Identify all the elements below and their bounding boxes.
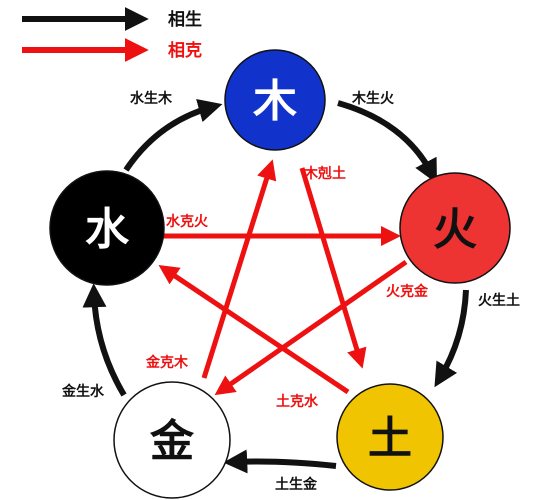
node-fire-label: 火	[433, 204, 477, 255]
arrow-wood-to-fire	[337, 100, 437, 184]
node-water: 水	[49, 170, 165, 286]
arrow-earth-to-water	[158, 264, 350, 395]
node-metal: 金	[113, 381, 231, 499]
label-metal-water: 金生水	[61, 383, 105, 400]
arrow-metal-to-water	[82, 283, 127, 397]
label-metal-wood: 金克木	[145, 354, 189, 371]
label-earth-metal: 土生金	[275, 476, 318, 493]
arrow-metal-to-wood	[201, 159, 277, 379]
node-earth: 土	[336, 383, 444, 491]
arrow-fire-to-metal	[214, 259, 408, 396]
label-water-fire: 水克火	[166, 213, 209, 230]
legend: 相生 相克	[22, 7, 202, 62]
generate-cycle	[82, 98, 469, 474]
legend-generate-label: 相生	[168, 9, 202, 30]
label-earth-water: 土克水	[276, 393, 319, 410]
node-water-label: 水	[85, 204, 130, 255]
label-fire-earth: 火生土	[478, 292, 520, 309]
arrow-fire-to-earth	[434, 289, 469, 388]
node-wood: 木	[224, 49, 326, 151]
label-water-wood: 水生木	[130, 90, 173, 107]
node-fire: 火	[399, 172, 511, 284]
overcome-cycle	[158, 159, 408, 396]
arrow-water-to-wood	[123, 98, 223, 172]
arrow-wood-to-earth	[299, 167, 367, 369]
arrow-earth-to-metal	[223, 449, 337, 474]
label-fire-metal: 火克金	[386, 283, 429, 300]
node-wood-label: 木	[253, 76, 297, 127]
label-wood-earth: 木剋土	[303, 165, 346, 182]
label-wood-fire: 木生火	[351, 90, 395, 107]
legend-overcome-label: 相克	[168, 40, 202, 61]
node-earth-label: 土	[368, 413, 412, 464]
node-metal-label: 金	[149, 416, 195, 467]
